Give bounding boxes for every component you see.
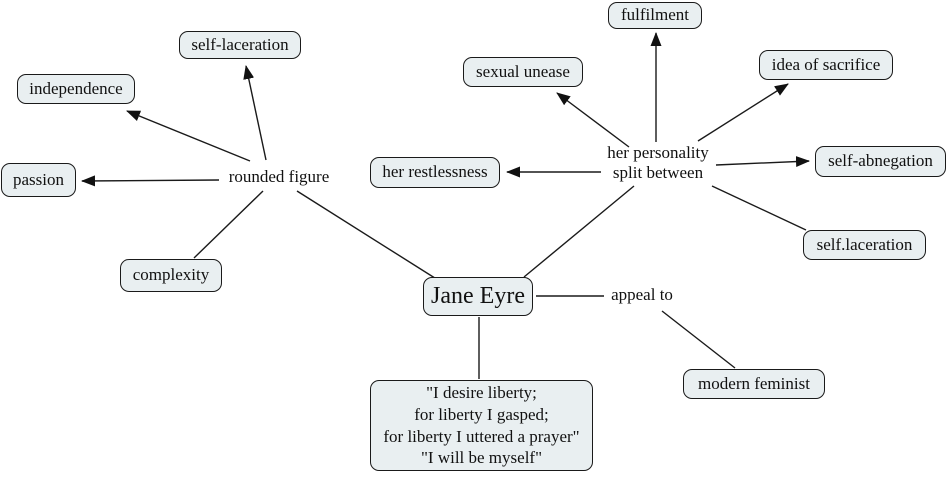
edge-roundedfigure-independence <box>126 110 251 162</box>
edge-personality-selfabnegation <box>715 156 810 168</box>
edge-roundedfigure-selflaceration <box>243 65 267 161</box>
node-her-personality[interactable]: her personality split between <box>607 142 709 182</box>
node-independence[interactable]: independence <box>17 74 135 104</box>
edge-roundedfigure-passion <box>81 175 220 187</box>
edge-personality-ideaofsacrifice <box>697 83 789 142</box>
node-jane-eyre[interactable]: Jane Eyre <box>423 277 533 316</box>
node-self-laceration-left[interactable]: self-laceration <box>179 31 301 59</box>
node-her-restlessness[interactable]: her restlessness <box>370 157 500 188</box>
edge-personality-selflaceration <box>711 185 807 231</box>
node-sexual-unease[interactable]: sexual unease <box>463 57 583 87</box>
edge-personality-sexualunease <box>556 92 630 148</box>
node-self-laceration-right[interactable]: self.laceration <box>803 230 926 260</box>
node-idea-of-sacrifice[interactable]: idea of sacrifice <box>759 50 893 80</box>
edge-roundedfigure-complexity <box>193 190 264 259</box>
node-appeal-to[interactable]: appeal to <box>611 284 673 304</box>
edge-appealto-modernfeminist <box>661 310 736 369</box>
node-passion[interactable]: passion <box>1 163 76 197</box>
node-self-abnegation[interactable]: self-abnegation <box>815 146 946 177</box>
node-fulfilment[interactable]: fulfilment <box>608 2 702 29</box>
node-complexity[interactable]: complexity <box>120 259 222 292</box>
edge-janeeyre-personality <box>523 185 635 278</box>
node-rounded-figure[interactable]: rounded figure <box>228 166 330 186</box>
edge-janeeyre-roundedfigure <box>296 190 439 281</box>
node-quote[interactable]: "I desire liberty; for liberty I gasped;… <box>370 380 593 471</box>
node-modern-feminist[interactable]: modern feminist <box>683 369 825 399</box>
